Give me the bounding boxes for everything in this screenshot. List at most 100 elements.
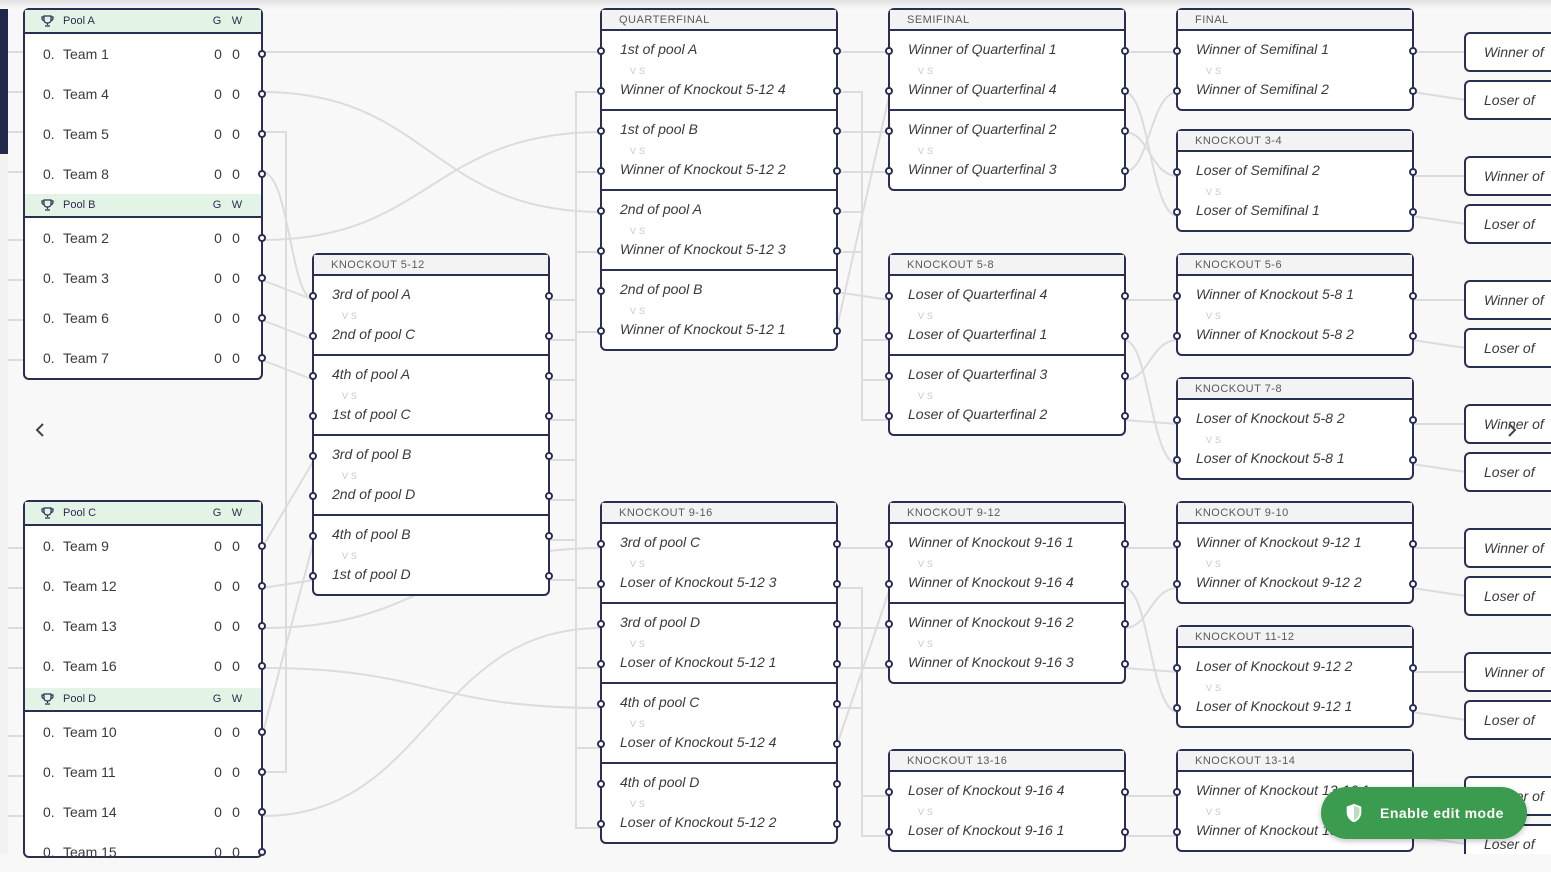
next-round-slot[interactable]: Loser of <box>1464 700 1551 740</box>
next-round-slot-label: Loser of <box>1484 588 1535 604</box>
team-rank: 0. <box>43 350 55 366</box>
match-slot-home: Loser of Knockout 5-8 2 <box>1196 410 1345 426</box>
next-round-slot[interactable]: Loser of <box>1464 204 1551 244</box>
wins-value: 0 <box>232 310 240 326</box>
next-round-slot[interactable]: Loser of <box>1464 80 1551 120</box>
connector-dot <box>258 768 266 776</box>
match-slot-home: Winner of Quarterfinal 2 <box>908 121 1057 137</box>
connector-dot <box>885 620 893 628</box>
team-name: Team 4 <box>63 86 109 102</box>
connector-dot <box>1121 412 1129 420</box>
next-round-slot[interactable]: Loser of <box>1464 452 1551 492</box>
connector-dot <box>258 234 266 242</box>
wins-column-header: W <box>231 507 243 519</box>
next-round-slot[interactable]: Winner of <box>1464 404 1551 444</box>
next-round-slot[interactable]: Winner of <box>1464 652 1551 692</box>
next-round-slot[interactable]: Winner of <box>1464 280 1551 320</box>
next-round-slot-label: Winner of <box>1484 416 1544 432</box>
connector-dot <box>833 287 841 295</box>
connector-dot <box>1173 456 1181 464</box>
enable-edit-mode-button[interactable]: Enable edit mode <box>1321 787 1527 839</box>
team-rank: 0. <box>43 764 55 780</box>
connector-dot <box>258 50 266 58</box>
next-round-slot[interactable]: Loser of <box>1464 576 1551 616</box>
vs-label: VS <box>630 719 649 729</box>
team-rank: 0. <box>43 578 55 594</box>
next-round-slot[interactable]: Winner of <box>1464 528 1551 568</box>
connector-dot <box>885 828 893 836</box>
wins-value: 0 <box>232 230 240 246</box>
bracket-title: KNOCKOUT 5-8 <box>890 255 1124 276</box>
wins-value: 0 <box>232 764 240 780</box>
match-slot-away: Loser of Semifinal 1 <box>1196 202 1320 218</box>
vs-label: VS <box>342 471 361 481</box>
games-column-header: G <box>212 507 222 519</box>
match-slot-away: Winner of Knockout 9-16 3 <box>908 654 1074 670</box>
match-slot-home: 3rd of pool A <box>332 286 411 302</box>
pool-name: Pool B <box>63 199 96 211</box>
next-round-slot[interactable]: Winner of <box>1464 32 1551 72</box>
bracket-connector-lines <box>8 51 1467 845</box>
chevron-left-icon[interactable] <box>33 420 47 445</box>
match-slot-home: Loser of Quarterfinal 3 <box>908 366 1048 382</box>
connector-dot <box>309 532 317 540</box>
team-rank: 0. <box>43 270 55 286</box>
connector-dot <box>597 660 605 668</box>
games-played-value: 0 <box>214 126 222 142</box>
match-slot-home: 3rd of pool B <box>332 446 412 462</box>
next-round-slot-label: Loser of <box>1484 464 1535 480</box>
connector-dot <box>1173 332 1181 340</box>
next-round-slot[interactable]: Loser of <box>1464 328 1551 368</box>
wins-value: 0 <box>232 46 240 62</box>
bracket-title: KNOCKOUT 3-4 <box>1178 131 1412 152</box>
wins-value: 0 <box>232 538 240 554</box>
team-name: Team 2 <box>63 230 109 246</box>
team-rank: 0. <box>43 658 55 674</box>
connector-dot <box>885 660 893 668</box>
chevron-right-icon[interactable] <box>1505 420 1519 445</box>
next-round-slot[interactable]: Winner of <box>1464 156 1551 196</box>
